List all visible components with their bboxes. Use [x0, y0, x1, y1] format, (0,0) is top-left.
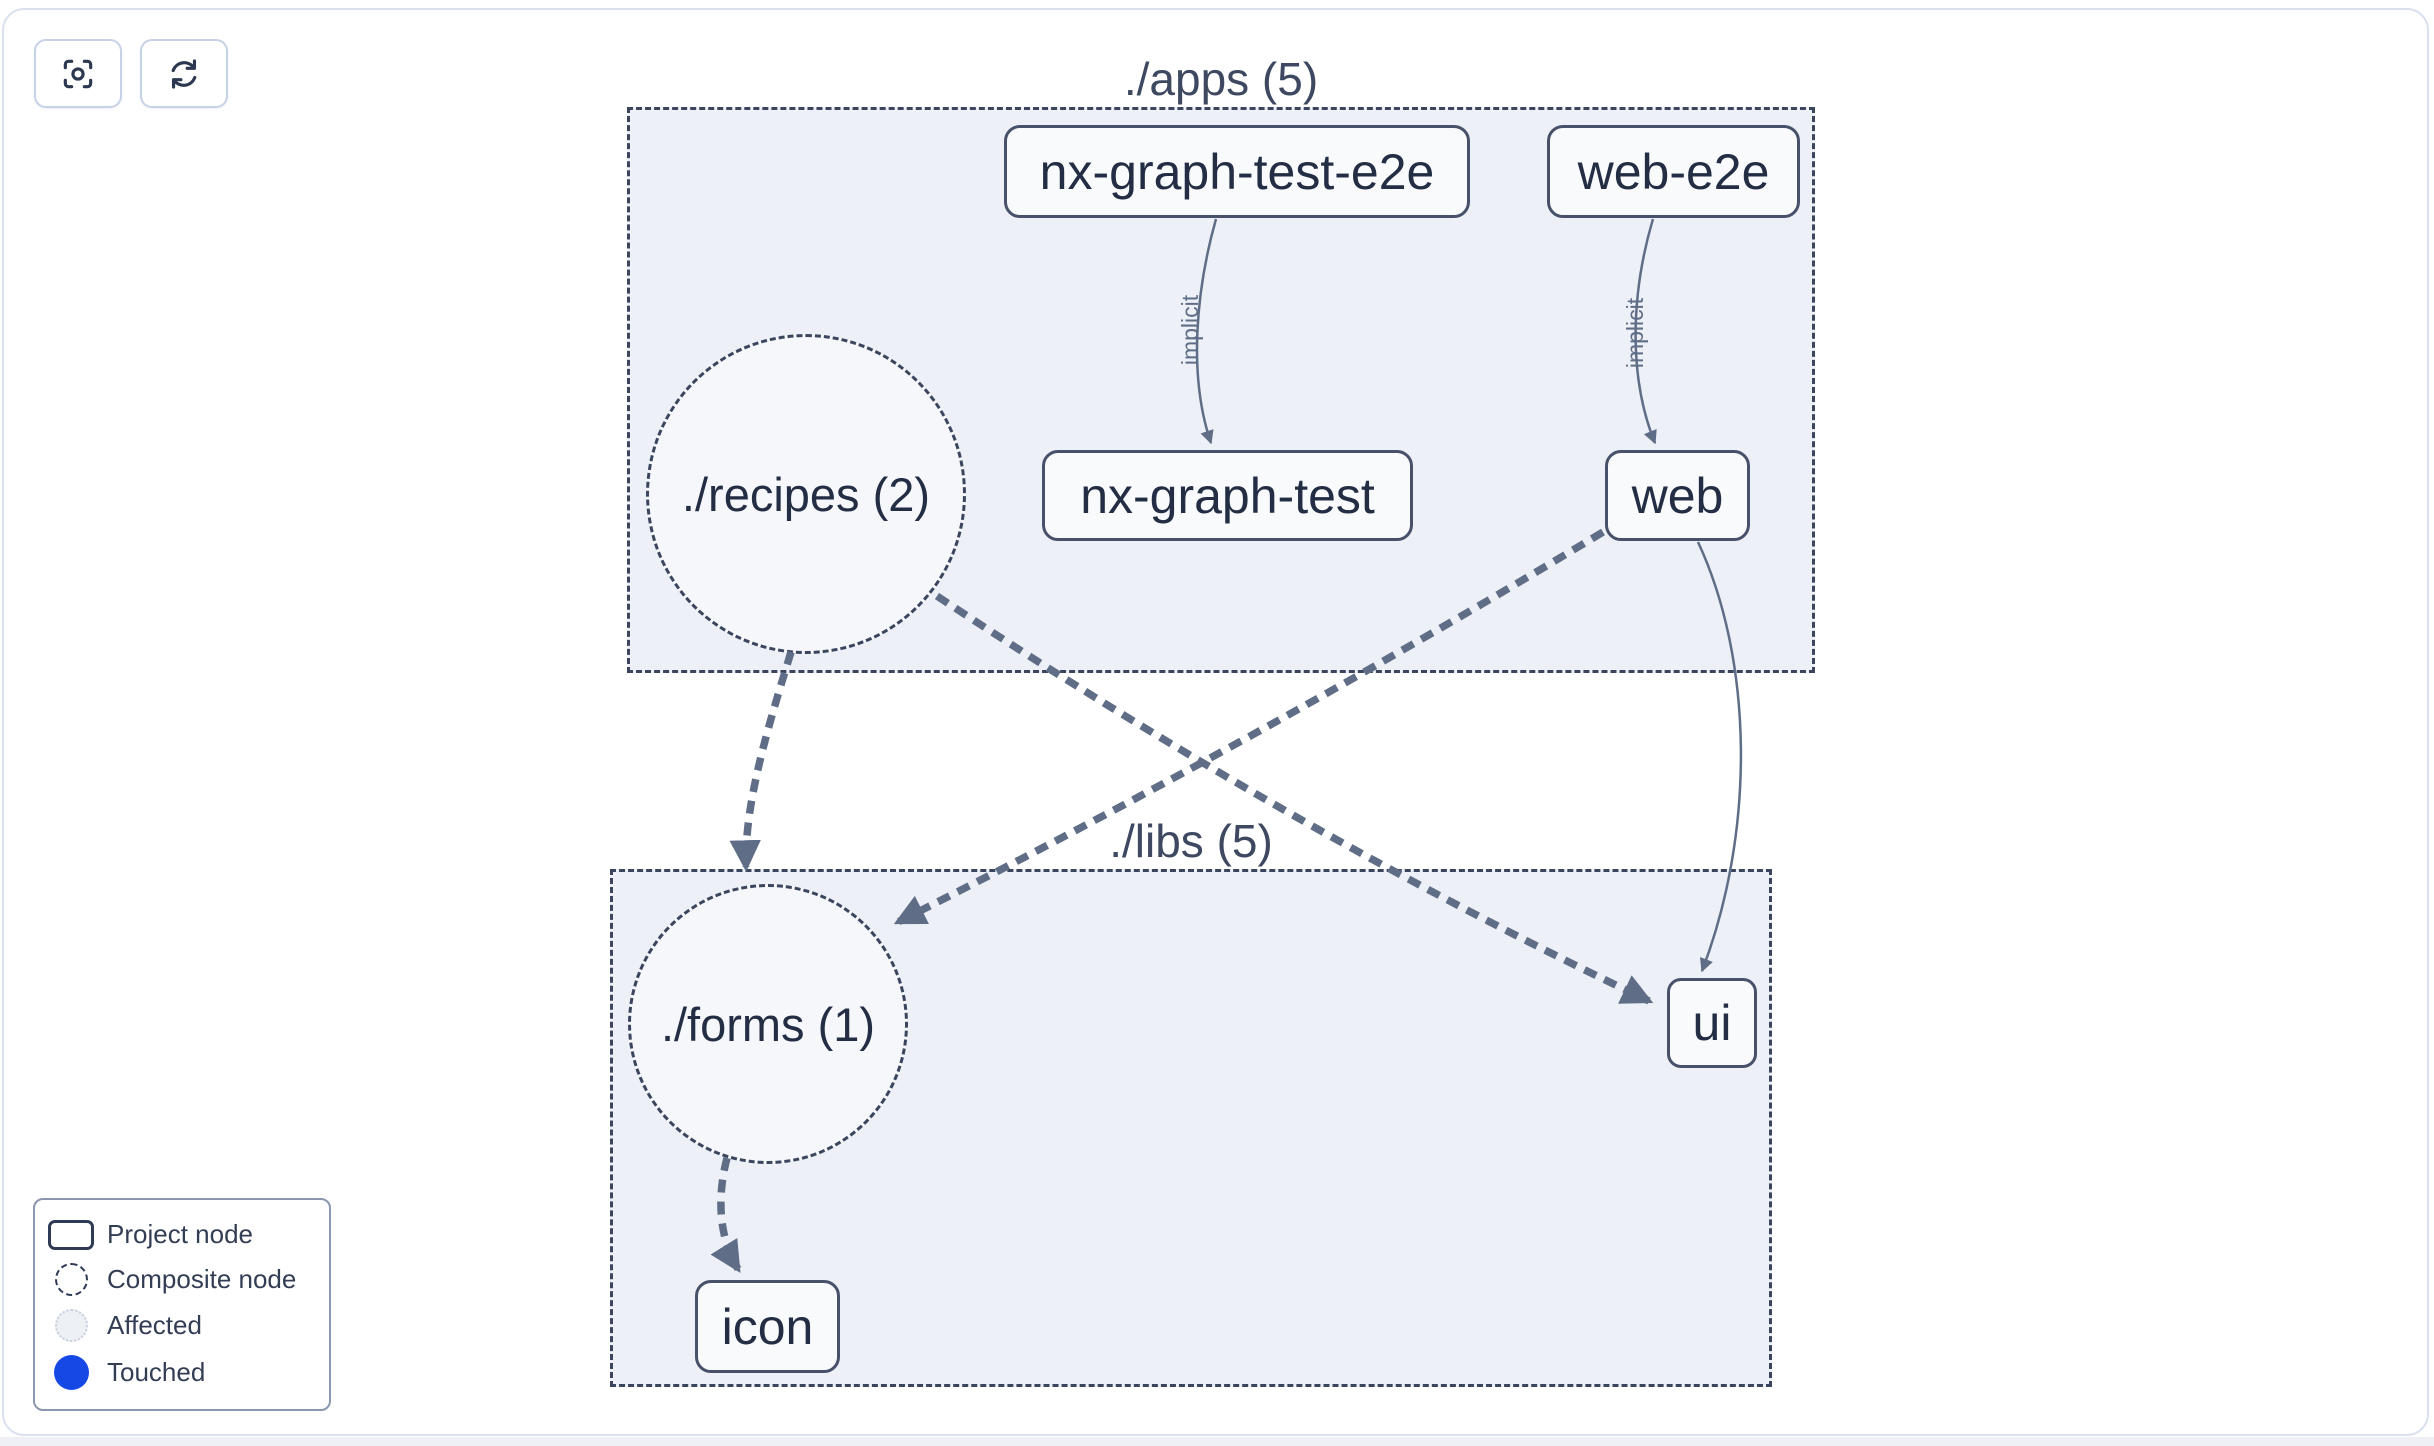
- composite-node-recipes-label: ./recipes (2): [681, 467, 931, 521]
- affected-swatch: [54, 1309, 88, 1342]
- project-node-nx-graph-test-e2e[interactable]: nx-graph-test-e2e: [1004, 125, 1470, 218]
- project-node-label: web: [1631, 467, 1724, 524]
- project-node-web-e2e[interactable]: web-e2e: [1547, 125, 1800, 218]
- edge-recipes-to-forms: [729, 650, 795, 872]
- edge-web-e2e-to-web: [1634, 218, 1657, 445]
- project-node-label: web-e2e: [1577, 143, 1770, 200]
- project-node-nx-graph-test[interactable]: nx-graph-test: [1042, 450, 1413, 541]
- implicit-edge-label: implicit: [1622, 297, 1648, 368]
- refresh-icon: [171, 58, 197, 89]
- project-node-swatch: [48, 1219, 94, 1250]
- edge-nx-graph-test-e2e-to-nx-graph-test: [1195, 218, 1218, 445]
- project-node-ui[interactable]: ui: [1667, 978, 1757, 1068]
- project-node-label: nx-graph-test: [1080, 467, 1375, 524]
- implicit-edge-label: implicit: [1177, 294, 1203, 365]
- legend-item-composite-node: Composite node: [35, 1263, 329, 1296]
- legend-label: Touched: [107, 1357, 206, 1387]
- legend-label: Composite node: [107, 1264, 297, 1294]
- project-node-label: nx-graph-test-e2e: [1039, 143, 1435, 200]
- legend-label: Project node: [107, 1219, 253, 1249]
- group-apps-title: ./apps (5): [1123, 53, 1319, 105]
- legend: Project node Composite node Affected Tou…: [33, 1198, 331, 1411]
- edge-web-to-ui: [1696, 541, 1743, 973]
- legend-item-touched: Touched: [35, 1355, 329, 1390]
- edge-web-to-forms: [893, 528, 1605, 926]
- focus-center-icon: [63, 59, 93, 88]
- project-node-label: icon: [721, 1298, 814, 1355]
- edge-forms-to-icon: [710, 1157, 742, 1274]
- legend-item-project-node: Project node: [35, 1219, 329, 1250]
- touched-swatch: [53, 1355, 89, 1390]
- refresh-button[interactable]: [140, 39, 228, 108]
- composite-node-forms[interactable]: ./forms (1): [628, 884, 908, 1164]
- legend-label: Affected: [107, 1310, 202, 1340]
- composite-node-forms-label: ./forms (1): [660, 997, 876, 1051]
- focus-center-button[interactable]: [34, 39, 122, 108]
- edge-recipes-to-ui: [934, 592, 1654, 1005]
- project-node-icon[interactable]: icon: [695, 1280, 840, 1373]
- page-bottom-strip: [0, 1437, 2434, 1446]
- project-node-label: ui: [1692, 995, 1732, 1051]
- toolbar: [34, 39, 228, 108]
- composite-node-recipes[interactable]: ./recipes (2): [646, 334, 966, 654]
- group-libs-title: ./libs (5): [1109, 815, 1273, 867]
- project-node-web[interactable]: web: [1605, 450, 1750, 541]
- composite-node-swatch: [54, 1263, 88, 1296]
- legend-item-affected: Affected: [35, 1309, 329, 1342]
